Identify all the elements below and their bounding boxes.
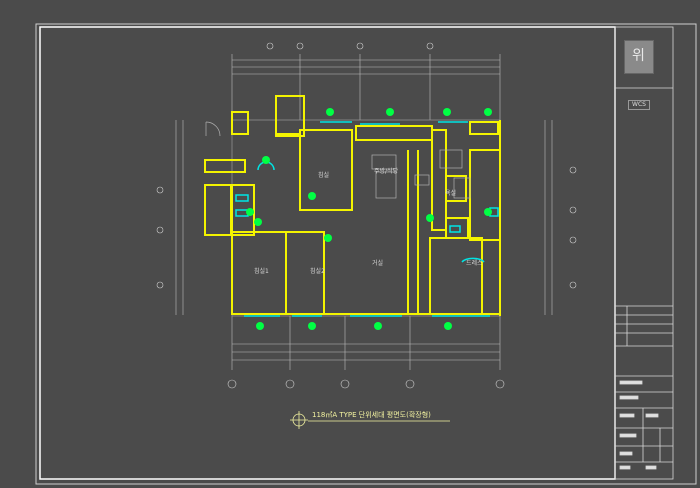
ucs-indicator[interactable]: WCS — [628, 100, 650, 110]
drawing-title: 118㎡A TYPE 단위세대 평면도(확장형) — [312, 411, 431, 419]
room-label-dress: 드레스 — [466, 260, 483, 267]
title-block — [614, 26, 674, 480]
room-label-living: 거실 — [372, 260, 384, 267]
outer-frame — [35, 23, 697, 485]
title-symbol — [290, 411, 450, 429]
tag-markers — [246, 108, 492, 330]
windows — [235, 121, 499, 317]
room-label-bed-top: 침실 — [318, 172, 330, 179]
grid-markers — [156, 42, 577, 389]
room-label-bed1: 침실1 — [254, 268, 269, 275]
walls — [204, 95, 501, 316]
room-label-bath: 욕실 — [445, 190, 457, 197]
dimension-lines — [175, 54, 553, 370]
furniture — [205, 121, 471, 199]
room-label-bed2: 침실2 — [310, 268, 325, 275]
room-label-kitchen: 주방/식당 — [374, 168, 399, 175]
view-cube[interactable]: 위 — [624, 40, 654, 74]
view-cube-label: 위 — [632, 48, 645, 64]
